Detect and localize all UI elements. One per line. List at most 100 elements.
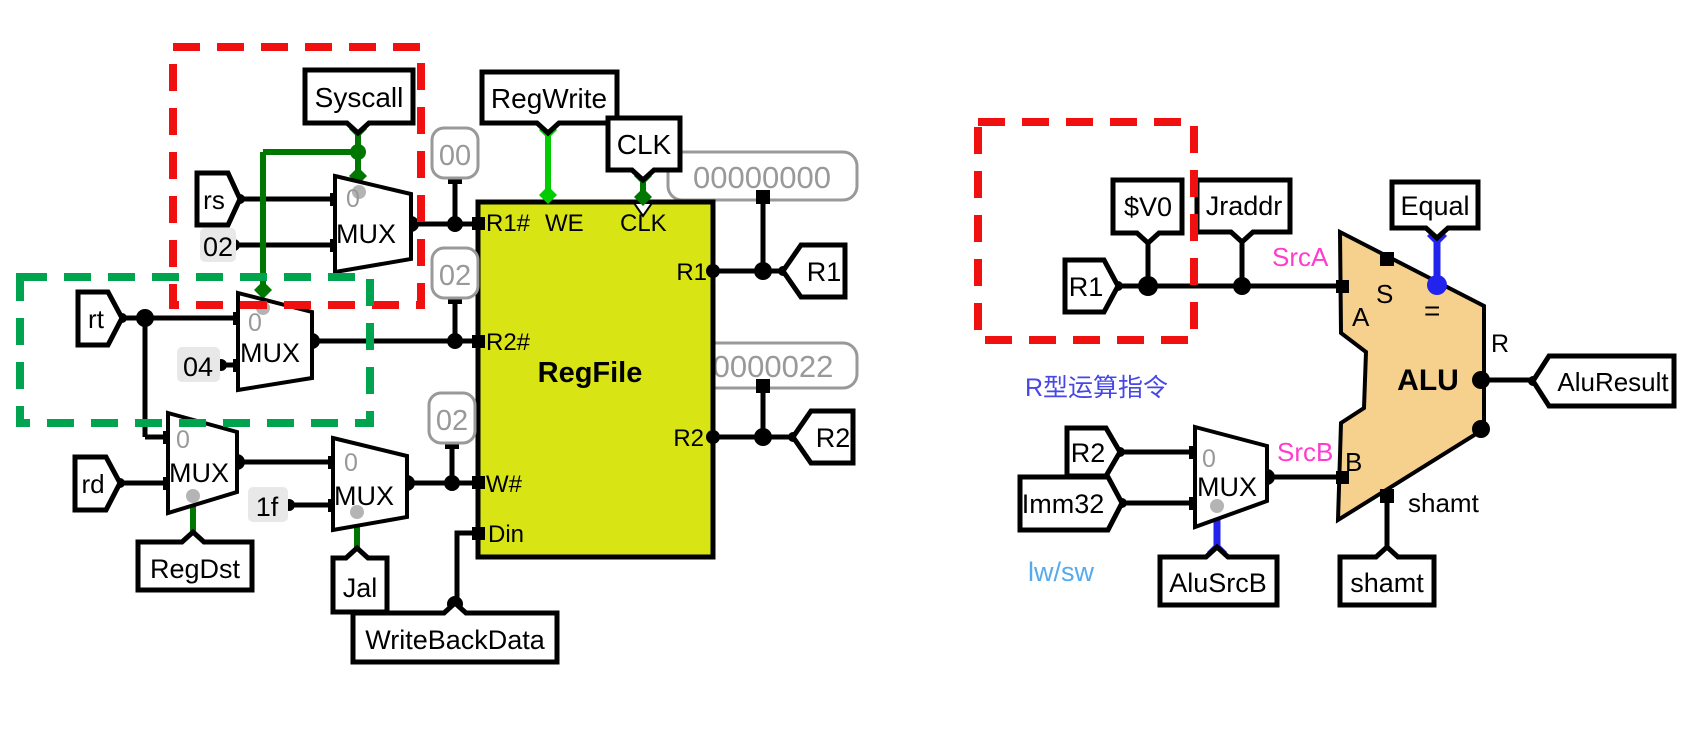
const-02-w[interactable]: 02	[427, 391, 477, 445]
const-04-mux[interactable]: 04	[177, 347, 220, 382]
flag-body	[330, 544, 390, 615]
highlight-red-box-left	[169, 43, 425, 309]
flag-label: Equal	[1400, 191, 1469, 221]
mux-jal[interactable]: 0 MUX	[331, 435, 409, 533]
mux-r1addr[interactable]: 0 MUX	[333, 173, 413, 275]
flag-regwrite[interactable]: RegWrite	[479, 69, 620, 137]
regfile-port-r1: R1	[676, 259, 707, 286]
alu-block[interactable]: A S = ALU R B shamt	[1335, 228, 1509, 524]
green-junction-dot	[350, 144, 366, 160]
wire	[713, 196, 783, 274]
mux-label: MUX	[336, 219, 396, 249]
wire-arrow	[254, 281, 272, 299]
flag-rt[interactable]: rt	[75, 289, 125, 348]
flag-body	[75, 289, 125, 348]
flag-writebackdata[interactable]: WriteBackData	[350, 599, 560, 665]
alu-port-b: B	[1345, 447, 1362, 477]
regfile-port-r1num: R1#	[486, 210, 531, 237]
mux-sel0-label: 0	[1202, 445, 1216, 473]
flag-label: $V0	[1124, 192, 1172, 222]
mux-sel0-label: 0	[344, 449, 358, 477]
wire	[407, 441, 478, 486]
flag-jal[interactable]: Jal	[330, 544, 390, 615]
mux-label: MUX	[334, 481, 394, 511]
wire-end-dot	[1427, 275, 1447, 295]
flag-body	[194, 170, 243, 228]
flag-body	[1337, 543, 1437, 608]
wire	[454, 530, 478, 604]
junction-dot	[1233, 277, 1251, 295]
flag-body	[479, 69, 620, 137]
regfile-port-clk: CLK	[620, 210, 667, 237]
const-text: 02	[203, 232, 233, 262]
flag-jraddr[interactable]: Jraddr	[1194, 177, 1293, 246]
junction-dot	[754, 262, 772, 280]
regfile-pin	[472, 217, 485, 230]
mux-select-dot	[350, 505, 364, 519]
flag-syscall[interactable]: Syscall	[302, 67, 416, 137]
flag-r1-out[interactable]: R1	[779, 242, 848, 300]
flag-label: Imm32	[1022, 489, 1105, 519]
flag-label: WriteBackData	[365, 625, 546, 655]
const-00[interactable]: 00	[430, 126, 480, 180]
flag-label: RegWrite	[491, 83, 607, 114]
flag-equal[interactable]: Equal	[1389, 179, 1481, 242]
flag-body	[1110, 177, 1185, 247]
wire	[713, 385, 793, 440]
regfile-port-din: Din	[488, 521, 524, 548]
alu-port-s: S	[1376, 279, 1393, 309]
const-02-r2[interactable]: 02	[430, 246, 480, 300]
const-box	[430, 246, 480, 300]
flag-rd[interactable]: rd	[72, 454, 123, 513]
alu-port-r: R	[1491, 330, 1509, 358]
flag-v0[interactable]: $V0	[1110, 177, 1185, 247]
alu-port-shamt: shamt	[1408, 488, 1480, 518]
probe-pin	[756, 379, 770, 393]
flag-aluresult[interactable]: AluResult	[1530, 353, 1677, 409]
flag-body	[789, 408, 856, 466]
flag-clk[interactable]: CLK	[605, 115, 683, 184]
note-lwsw: lw/sw	[1028, 557, 1094, 587]
const-text: 04	[183, 352, 213, 382]
mux-regdst[interactable]: 0 MUX	[166, 410, 239, 516]
flag-r2-src[interactable]: R2	[1064, 425, 1123, 479]
mux-body	[333, 173, 413, 275]
mux-label: MUX	[1197, 472, 1257, 502]
mux-alusrcb[interactable]: 0 MUX	[1193, 424, 1269, 530]
mux-sel0-label: 0	[176, 426, 190, 454]
alu-s-pin	[1380, 252, 1394, 266]
flag-body	[1194, 177, 1293, 246]
highlight-green-box-left	[16, 273, 374, 427]
flag-label: R1	[1069, 272, 1104, 302]
const-02-mux[interactable]: 02	[200, 228, 236, 262]
flag-body	[1062, 257, 1121, 315]
flag-r1-src[interactable]: R1	[1062, 257, 1121, 315]
regfile-port-r2num: R2#	[486, 329, 531, 356]
const-1f-mux[interactable]: 1f	[248, 487, 288, 522]
flag-alusrcb[interactable]: AluSrcB	[1157, 543, 1280, 608]
regfile-block[interactable]: R1# WE CLK R2# W# Din R1 R2 RegFile	[475, 199, 716, 560]
highlight-red-box-right	[974, 118, 1198, 344]
flag-imm32[interactable]: Imm32	[1017, 474, 1125, 533]
mux-body	[331, 435, 409, 533]
flag-label: rd	[81, 469, 104, 499]
flag-label: Jraddr	[1206, 191, 1283, 221]
flag-label: shamt	[1350, 568, 1424, 598]
mux-sel0-label: 0	[248, 309, 262, 337]
flag-body	[605, 115, 683, 184]
junction-dot	[754, 428, 772, 446]
probe-r1-value[interactable]: 00000000	[666, 150, 859, 202]
flag-rs[interactable]: rs	[194, 170, 243, 228]
regfile-port-we: WE	[545, 210, 584, 237]
const-bg	[177, 347, 220, 382]
flag-body	[1017, 474, 1125, 533]
pin-dot	[706, 264, 720, 278]
flag-shamt[interactable]: shamt	[1337, 543, 1437, 608]
regfile-port-r2: R2	[673, 425, 704, 452]
flag-r2-out[interactable]: R2	[789, 408, 856, 466]
alu-corner-dot	[1472, 420, 1490, 438]
junction-dot	[447, 216, 463, 232]
alu-body	[1335, 228, 1486, 524]
flag-regdst[interactable]: RegDst	[135, 528, 255, 593]
